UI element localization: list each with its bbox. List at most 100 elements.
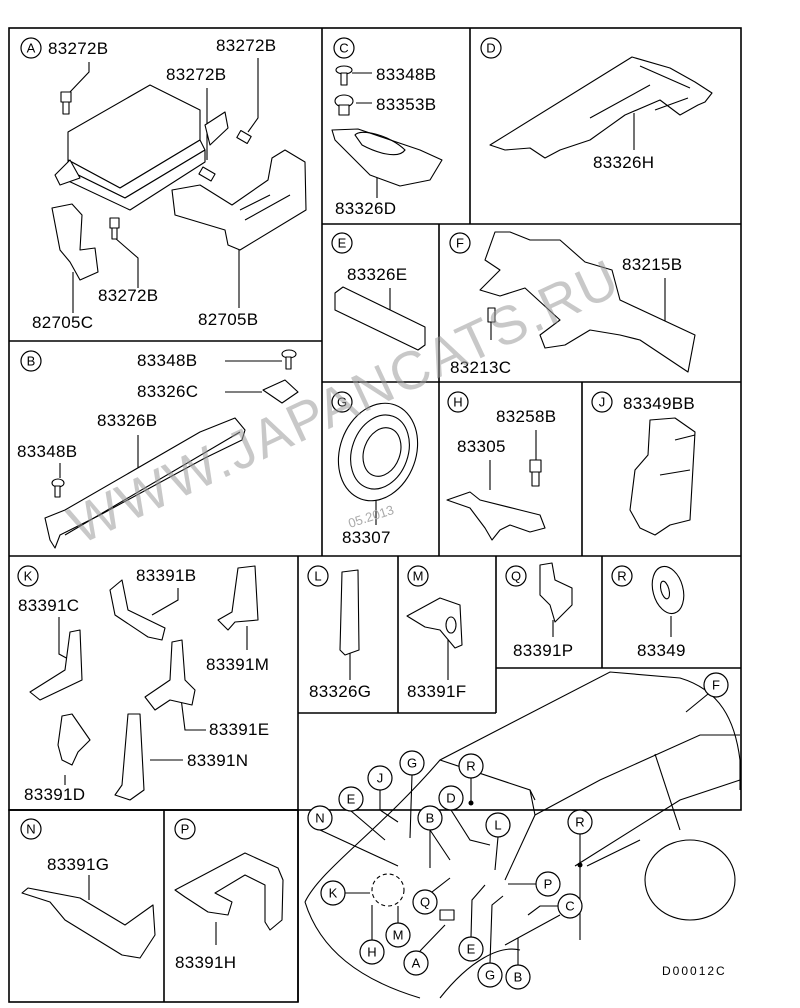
callout-D[interactable]: D [438,785,464,811]
svg-text:J: J [599,395,606,410]
panel-letter-D: D [480,37,502,59]
bracket-drawing [109,579,166,641]
part-label[interactable]: 83391P [513,641,573,660]
callout-R2[interactable]: R [567,809,593,835]
panel-P: P 83391H [174,818,284,972]
panel-H: H 83258B 83305 [446,391,556,541]
screw-icon [281,349,297,370]
bolt-icon [529,459,542,487]
part-label[interactable]: 83353B [376,95,436,114]
svg-text:M: M [393,928,404,943]
svg-text:C: C [339,41,348,56]
callout-R[interactable]: R [458,753,484,779]
svg-text:R: R [466,759,475,774]
panel-letter-B: B [20,350,42,372]
part-label[interactable]: 83391E [209,720,269,739]
callout-M[interactable]: M [385,922,411,948]
callout-F[interactable]: F [703,672,729,698]
part-label[interactable]: 83349BB [623,394,695,413]
callout-P[interactable]: P [535,871,561,897]
callout-B[interactable]: B [417,805,443,831]
part-label[interactable]: 83391H [175,953,236,972]
callout-G2[interactable]: G [477,962,503,988]
part-label[interactable]: 83213C [450,358,511,377]
part-label[interactable]: 83326G [309,682,371,701]
part-label[interactable]: 83391M [206,655,269,674]
relay-box-marker [439,909,455,921]
part-label[interactable]: 82705B [198,310,258,329]
callout-A[interactable]: A [403,950,429,976]
panel-A: A 83272B 83272B 83272B 83272B 82705C 827… [20,36,307,332]
callout-G[interactable]: G [399,750,425,776]
svg-text:R: R [575,815,584,830]
callout-Q[interactable]: Q [412,889,438,915]
bracket-drawing [406,597,463,649]
callout-H[interactable]: H [359,939,385,965]
panel-E: E 83326E [331,232,426,351]
part-label[interactable]: 83307 [342,528,391,547]
bolt-icon [109,217,120,240]
part-label[interactable]: 83272B [166,65,226,84]
bolt-icon [60,91,72,115]
callout-J[interactable]: J [367,765,393,791]
panel-letter-G: G [331,391,353,413]
part-label[interactable]: 83326D [335,199,396,218]
part-label[interactable]: 83349 [637,641,686,660]
panel-letter-M: M [407,565,429,587]
part-label[interactable]: 83391C [18,596,79,615]
svg-text:B: B [426,811,435,826]
callout-E[interactable]: E [338,786,364,812]
svg-text:B: B [27,354,36,369]
part-label[interactable]: 83391F [407,682,466,701]
bracket-drawing [479,231,696,373]
relay-drawing [629,417,696,536]
svg-text:M: M [413,569,424,584]
panel-C: C 83348B 83353B 83326D [331,37,443,218]
callout-C[interactable]: C [557,893,583,919]
panel-letter-A: A [20,37,42,59]
part-label[interactable]: 83272B [48,39,108,58]
svg-text:J: J [377,771,384,786]
callout-L[interactable]: L [485,812,511,838]
callout-B2[interactable]: B [505,964,531,990]
rail-drawing [44,417,246,549]
bracket-drawing [29,629,83,701]
svg-text:F: F [712,678,720,693]
part-label[interactable]: 82705C [32,313,93,332]
callout-N[interactable]: N [307,805,333,831]
part-label[interactable]: 83326C [137,382,198,401]
svg-text:E: E [347,792,356,807]
callout-E2[interactable]: E [458,936,484,962]
panel-G: G 83307 [331,391,419,547]
svg-text:Q: Q [420,895,430,910]
part-label[interactable]: 83326E [347,265,407,284]
part-label[interactable]: 83272B [216,36,276,55]
part-label[interactable]: 83326B [97,411,157,430]
part-label[interactable]: 83215B [622,255,682,274]
panel-letter-H: H [447,391,469,413]
screw-icon [487,307,496,323]
part-label[interactable]: 83391N [187,751,248,770]
callout-K[interactable]: K [320,880,346,906]
panel-letter-C: C [333,37,355,59]
part-label[interactable]: 83348B [137,351,197,370]
part-label[interactable]: 83391B [136,566,196,585]
panel-R: R 83349 [611,565,686,660]
panel-letter-J: J [591,391,613,413]
part-label[interactable]: 83348B [376,65,436,84]
part-label[interactable]: 83305 [457,437,506,456]
svg-text:N: N [26,822,35,837]
part-label[interactable]: 83391D [24,785,85,804]
panel-letter-K: K [17,565,39,587]
diagram-code: D00012C [662,964,727,978]
relay-box-drawing [54,84,229,211]
part-label[interactable]: 83326H [593,153,654,172]
clip-icon [334,94,354,116]
bracket-drawing [144,639,196,711]
part-label[interactable]: 83272B [98,286,158,305]
bracket-drawing [539,562,573,623]
part-label[interactable]: 83258B [496,407,556,426]
svg-text:G: G [485,968,495,983]
part-label[interactable]: 83348B [17,442,77,461]
part-label[interactable]: 83391G [47,855,109,874]
